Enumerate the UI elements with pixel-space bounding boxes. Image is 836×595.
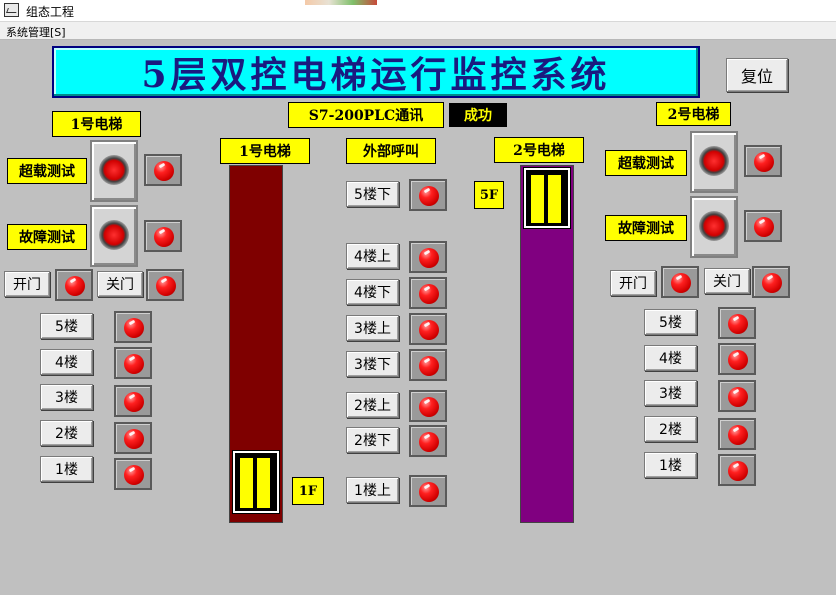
external-calls-heading: 外部呼叫: [346, 138, 436, 164]
elevator2-floor1-lamp: [718, 454, 756, 486]
elevator2-shaft: [520, 165, 574, 523]
call-2-up-lamp: [409, 390, 447, 422]
elevator2-floor5-button[interactable]: 5楼: [644, 309, 697, 335]
elevator2-fault-lamp: [744, 210, 782, 242]
elevator1-floor-indicator: 1F: [292, 477, 324, 505]
call-4-up-button[interactable]: 4楼上: [346, 243, 399, 269]
elevator2-close-door-lamp: [752, 266, 790, 298]
elevator1-close-door-lamp: [146, 269, 184, 301]
elevator1-floor2-button[interactable]: 2楼: [40, 420, 93, 446]
elevator1-car-left-door: [239, 457, 254, 509]
plc-comm-label: S7-200PLC通讯: [288, 102, 444, 128]
elevator2-car: [523, 167, 571, 229]
elevator1-overload-test-button[interactable]: [90, 140, 138, 202]
elevator1-overload-lamp: [144, 154, 182, 186]
elevator1-close-door-button[interactable]: 关门: [97, 271, 143, 297]
elevator2-floor4-button[interactable]: 4楼: [644, 345, 697, 371]
thumbnail-strip: [305, 0, 377, 5]
elevator1-fault-test-button[interactable]: [90, 205, 138, 267]
call-5-down-button[interactable]: 5楼下: [346, 181, 399, 207]
elevator1-fault-label: 故障测试: [7, 224, 87, 250]
elevator2-floor2-lamp: [718, 418, 756, 450]
elevator1-car: [232, 450, 280, 514]
call-3-up-button[interactable]: 3楼上: [346, 315, 399, 341]
elevator2-floor3-button[interactable]: 3楼: [644, 380, 697, 406]
elevator2-open-door-button[interactable]: 开门: [610, 270, 656, 296]
elevator1-floor4-button[interactable]: 4楼: [40, 349, 93, 375]
elevator2-floor4-lamp: [718, 343, 756, 375]
call-4-down-lamp: [409, 277, 447, 309]
elevator1-floor5-button[interactable]: 5楼: [40, 313, 93, 339]
elevator2-floor-indicator: 5F: [474, 181, 504, 209]
title-bar: 组态工程: [0, 0, 836, 22]
reset-button[interactable]: 复位: [726, 58, 788, 92]
elevator1-floor5-lamp: [114, 311, 152, 343]
elevator2-car-left-door: [530, 174, 545, 224]
elevator2-floor2-button[interactable]: 2楼: [644, 416, 697, 442]
call-2-up-button[interactable]: 2楼上: [346, 392, 399, 418]
call-3-down-lamp: [409, 349, 447, 381]
elevator1-fault-lamp: [144, 220, 182, 252]
elevator2-open-door-lamp: [661, 266, 699, 298]
call-3-down-button[interactable]: 3楼下: [346, 351, 399, 377]
page-title: 5层双控电梯运行监控系统: [141, 54, 611, 96]
elevator2-floor1-button[interactable]: 1楼: [644, 452, 697, 478]
elevator1-heading: 1号电梯: [52, 111, 141, 137]
elevator2-heading: 2号电梯: [656, 102, 731, 126]
elevator1-open-door-button[interactable]: 开门: [4, 271, 50, 297]
elevator1-open-door-lamp: [55, 269, 93, 301]
elevator1-floor2-lamp: [114, 422, 152, 454]
title-banner: 5层双控电梯运行监控系统: [52, 46, 700, 98]
call-1-up-lamp: [409, 475, 447, 507]
call-5-down-lamp: [409, 179, 447, 211]
elevator2-overload-test-button[interactable]: [690, 131, 738, 193]
call-3-up-lamp: [409, 313, 447, 345]
elevator2-overload-label: 超载测试: [605, 150, 687, 176]
elevator1-car-right-door: [256, 457, 271, 509]
call-2-down-lamp: [409, 425, 447, 457]
call-4-up-lamp: [409, 241, 447, 273]
elevator1-floor3-lamp: [114, 385, 152, 417]
elevator1-shaft: [229, 165, 283, 523]
call-2-down-button[interactable]: 2楼下: [346, 427, 399, 453]
elevator2-overload-lamp: [744, 145, 782, 177]
shaft1-label: 1号电梯: [220, 138, 310, 164]
window-title: 组态工程: [26, 5, 75, 19]
menu-bar: 系统管理[S]: [0, 22, 836, 40]
elevator2-fault-label: 故障测试: [605, 215, 687, 241]
menu-system-management[interactable]: 系统管理[S]: [6, 26, 66, 39]
elevator2-floor3-lamp: [718, 380, 756, 412]
elevator2-car-right-door: [547, 174, 562, 224]
elevator1-floor1-lamp: [114, 458, 152, 490]
elevator2-close-door-button[interactable]: 关门: [704, 268, 750, 294]
plc-status-badge: 成功: [449, 103, 507, 127]
elevator2-fault-test-button[interactable]: [690, 196, 738, 258]
elevator1-floor4-lamp: [114, 347, 152, 379]
elevator1-floor1-button[interactable]: 1楼: [40, 456, 93, 482]
shaft2-label: 2号电梯: [494, 137, 584, 163]
elevator1-floor3-button[interactable]: 3楼: [40, 384, 93, 410]
call-1-up-button[interactable]: 1楼上: [346, 477, 399, 503]
elevator1-overload-label: 超载测试: [7, 158, 87, 184]
app-icon: [4, 3, 19, 17]
call-4-down-button[interactable]: 4楼下: [346, 279, 399, 305]
elevator2-floor5-lamp: [718, 307, 756, 339]
